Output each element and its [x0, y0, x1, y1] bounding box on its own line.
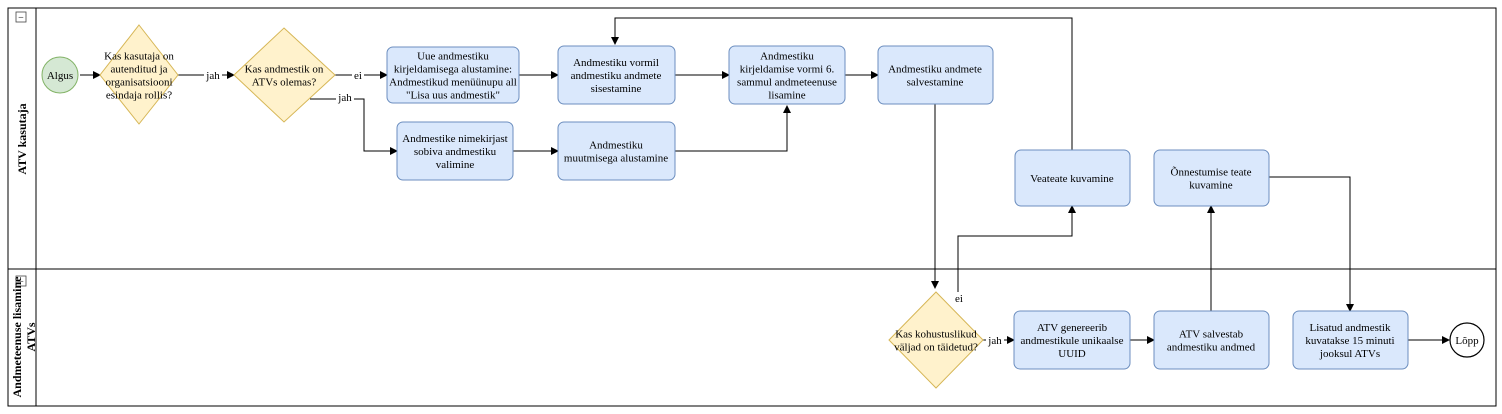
node-errors[interactable]: Veateate kuvamine [1014, 149, 1131, 207]
edge-label-jah: jah [987, 335, 1002, 347]
label-line: Uue andmestiku [417, 51, 489, 63]
node-end-label: Lõpp [1455, 335, 1479, 347]
label-line: ATV salvestab [1179, 329, 1244, 341]
node-start-label: Algus [47, 70, 73, 82]
collapse-icon[interactable] [15, 11, 27, 23]
edge-success-to-shown [1269, 176, 1354, 312]
collapse-icon[interactable] [15, 275, 27, 287]
collapse-icon-glyph: − [18, 13, 24, 24]
label-line: Andmestikud menüünupu all [389, 77, 517, 89]
edge-label-ei: ei [955, 293, 963, 305]
label-line: esindaja rollis? [106, 90, 172, 102]
node-errors-label: Veateate kuvamine [1030, 173, 1113, 185]
edge-check-no [957, 205, 1076, 304]
label-line: andmestikule unikaalse [1021, 335, 1124, 347]
label-line: andmestiku andmete [571, 70, 662, 82]
edge-label-jah: jah [337, 92, 352, 104]
label-line: kuvatakse 15 minuti [1305, 335, 1394, 347]
edge-errors-to-form [611, 17, 1073, 150]
label-line: Andmestiku andmete [888, 64, 982, 76]
lane-label-atvs: ATVs [24, 322, 38, 351]
label-line: ATV genereerib [1037, 322, 1108, 334]
pool-border [7, 7, 1497, 407]
label-line: Kas kasutaja on [104, 51, 174, 63]
label-line: sobiva andmestiku [414, 146, 497, 158]
label-line: jooksul ATVs [1319, 348, 1380, 360]
label-line: Kas andmestik on [245, 64, 324, 76]
label-line: UUID [1058, 348, 1086, 360]
label-line: kirjeldamisega alustamine: [394, 64, 512, 76]
lane-header-bottom: − Andmeteenuse lisamine ATVs [10, 275, 38, 398]
edge-label-ei: ei [354, 70, 362, 82]
edge-label-jah: jah [205, 70, 220, 82]
label-line: lisamine [768, 90, 805, 102]
label-line: sammul andmeteenuse [737, 77, 837, 89]
label-line: andmestiku andmed [1167, 342, 1256, 354]
label-line: "Lisa uus andmestik" [406, 90, 500, 102]
node-start[interactable]: Algus [41, 56, 79, 94]
label-line: kirjeldamise vormi 6. [740, 64, 835, 76]
node-end[interactable]: Lõpp [1449, 322, 1485, 358]
label-line: ATVs olemas? [252, 77, 317, 89]
label-line: Kas kohustuslikud [895, 329, 977, 341]
edge-edit-to-step6 [675, 105, 791, 152]
label-line: sisestamine [591, 83, 642, 95]
label-line: muutmisega alustamine [564, 153, 668, 165]
label-line: kuvamine [1189, 180, 1232, 192]
label-line: salvestamine [907, 77, 964, 89]
edge-labels: jah ei jah ei jah [204, 69, 1004, 347]
label-line: Õnnestumise teate [1171, 167, 1252, 179]
label-line: valimine [436, 159, 475, 171]
label-line: organisatsiooni [105, 77, 172, 89]
collapse-icon-glyph: − [18, 277, 24, 288]
pool [7, 7, 1497, 407]
lane-label-atv-kasutaja: ATV kasutaja [15, 103, 29, 174]
label-line: väljad on täidetud? [894, 342, 978, 354]
label-line: Andmestiku vormil [573, 57, 659, 69]
lane-header-top: − ATV kasutaja [15, 11, 29, 175]
label-line: Andmestiku [589, 140, 643, 152]
label-line: autenditud ja [110, 64, 167, 76]
label-line: Andmestiku [760, 51, 814, 63]
lane-label-andmeteenuse-lisamine: Andmeteenuse lisamine [10, 276, 24, 398]
label-line: Lisatud andmestik [1310, 322, 1391, 334]
label-line: Andmestike nimekirjast [402, 133, 507, 145]
label-line: Veateate kuvamine [1030, 173, 1113, 185]
edge-exists-yes [310, 98, 398, 155]
